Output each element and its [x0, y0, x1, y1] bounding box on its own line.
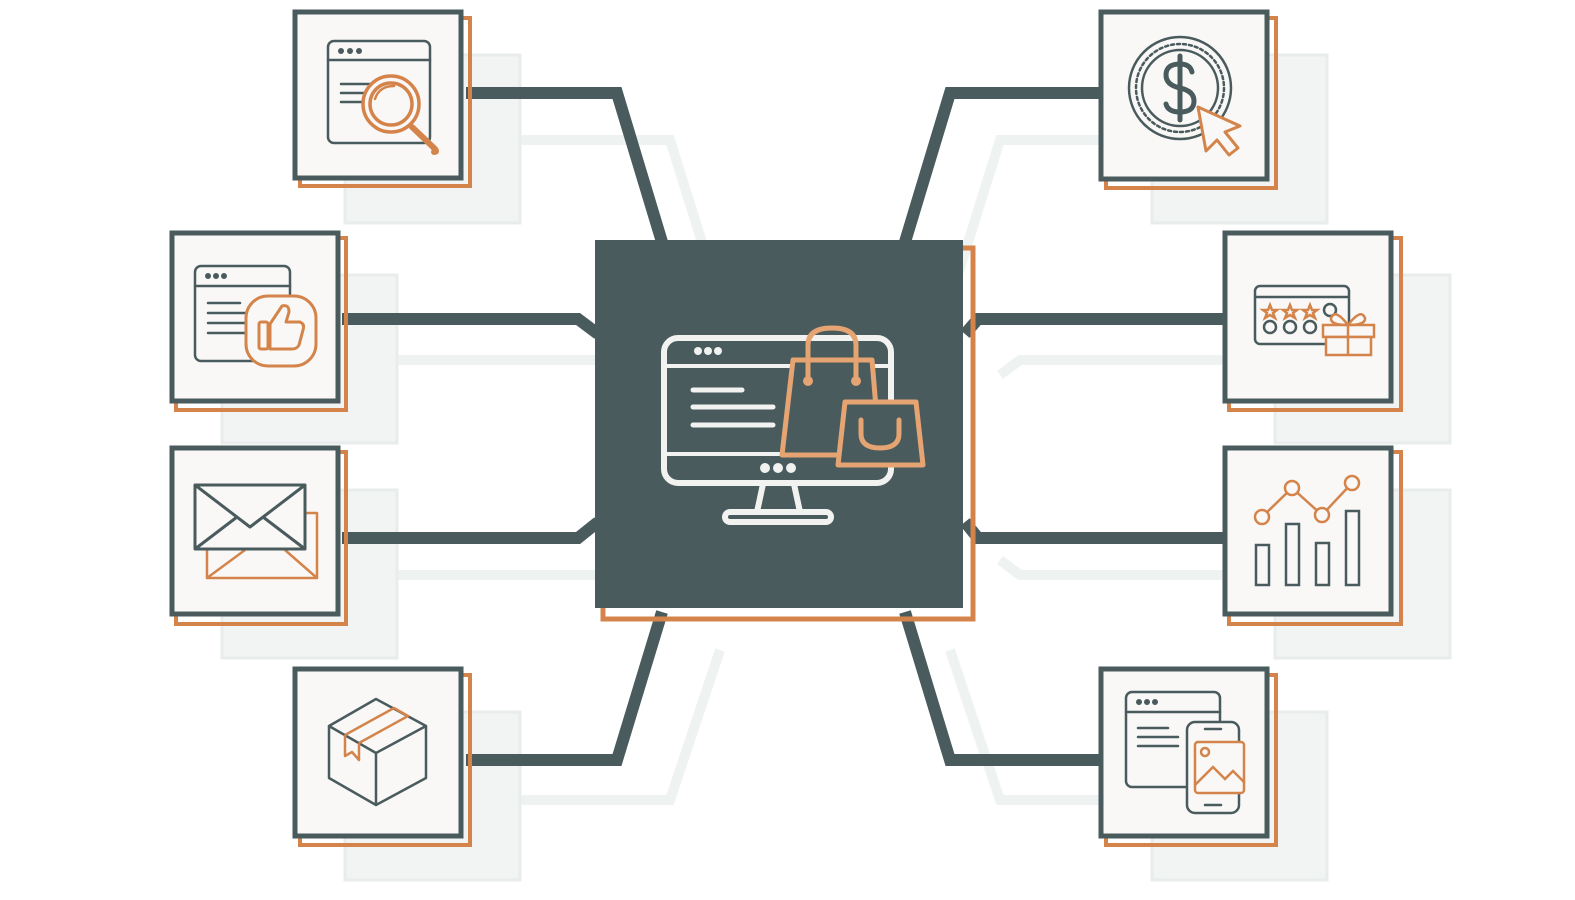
bar-line-chart-icon	[1253, 474, 1361, 587]
monitor-dots	[694, 347, 796, 473]
connector-shipping	[466, 610, 668, 766]
rating-card-gift-icon	[1253, 284, 1376, 357]
tile-loyalty	[1222, 230, 1403, 412]
connector-responsive	[899, 610, 1103, 766]
envelope-icon	[193, 483, 319, 580]
dollar-coin-cursor-icon	[1127, 35, 1242, 157]
tile-shipping	[292, 666, 472, 847]
tile-payment	[1098, 9, 1278, 190]
connector-lines	[342, 87, 1226, 766]
connector-loyalty	[960, 313, 1226, 338]
package-box-icon	[327, 697, 428, 807]
connector-email	[342, 517, 602, 544]
browser-mobile-image-icon	[1124, 690, 1246, 815]
connector-analytics	[960, 518, 1226, 544]
connector-reviews	[342, 313, 602, 339]
browser-thumbs-up-icon	[193, 264, 318, 368]
tile-reviews	[169, 230, 348, 412]
central-hub	[595, 240, 976, 622]
tile-search	[292, 9, 472, 188]
browser-search-icon	[326, 39, 439, 155]
tile-email	[169, 445, 348, 626]
tile-responsive	[1098, 666, 1278, 847]
node-tiles	[169, 9, 1403, 847]
connector-search	[466, 87, 668, 244]
connector-payment	[899, 87, 1103, 244]
tile-analytics	[1222, 445, 1403, 626]
shopping-bag-icon	[779, 325, 926, 468]
